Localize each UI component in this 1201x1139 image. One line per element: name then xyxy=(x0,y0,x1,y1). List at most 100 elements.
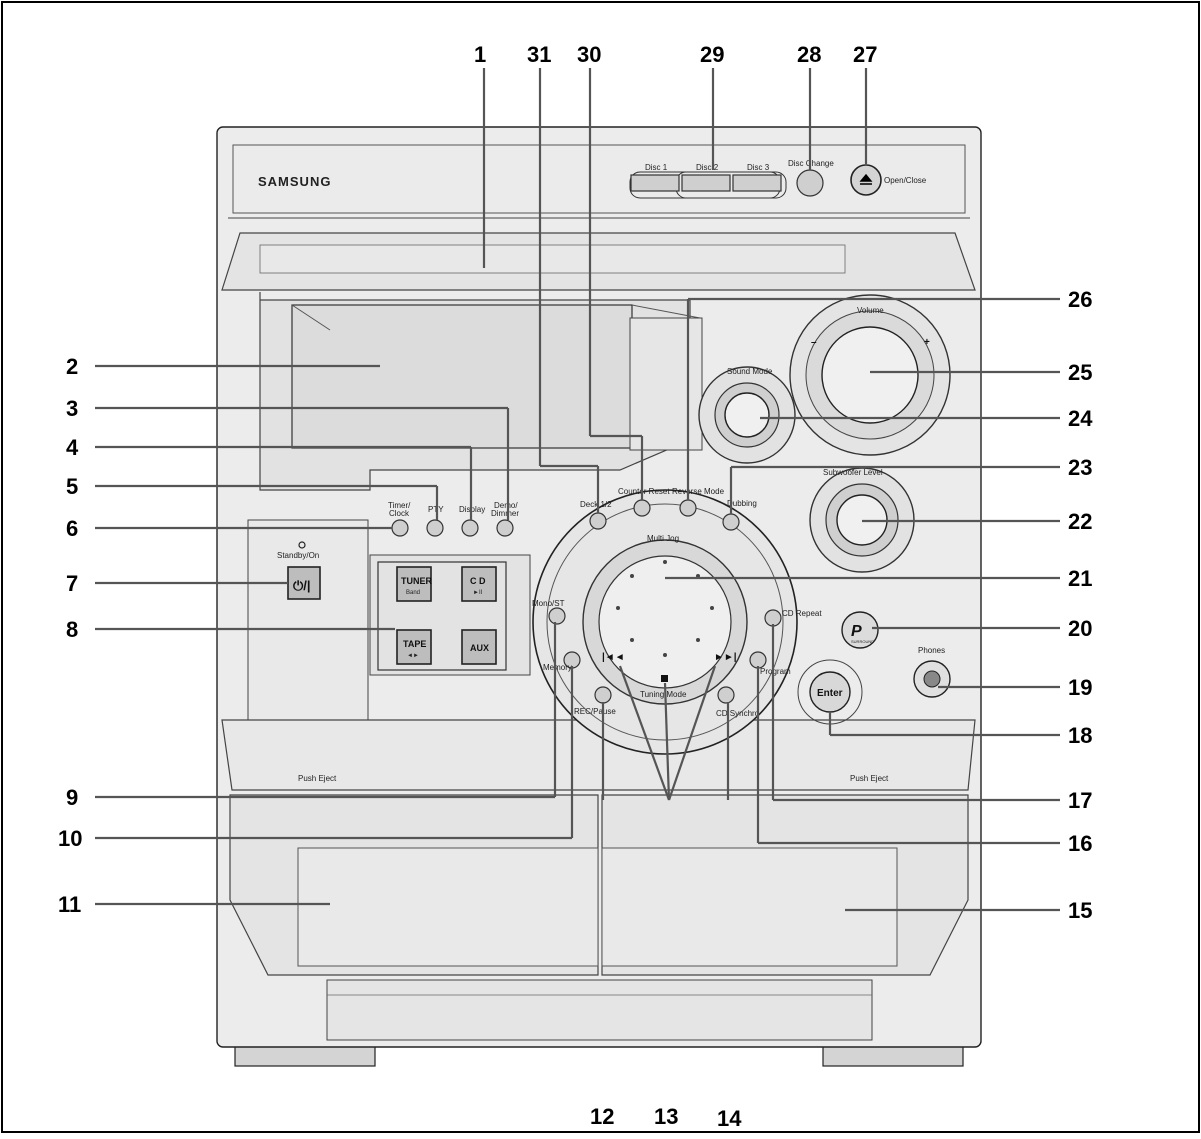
disc-1-label: Disc 1 xyxy=(645,163,668,172)
standby-indicator xyxy=(298,541,306,549)
aux-button[interactable] xyxy=(461,629,497,665)
display-button[interactable] xyxy=(461,519,479,537)
multi-jog-dial[interactable] xyxy=(598,555,732,689)
volume-plus-label: + xyxy=(924,337,930,348)
timer-clock-button[interactable] xyxy=(391,519,409,537)
callout-22: 22 xyxy=(1068,509,1092,534)
cd-play-pause-icon: ►II xyxy=(473,590,483,596)
program-label: Program xyxy=(760,667,791,676)
stop-icon[interactable] xyxy=(661,675,668,682)
eject-icon xyxy=(859,173,873,185)
deck-2-window xyxy=(601,847,898,967)
disc-change-button[interactable] xyxy=(796,169,824,197)
display-window xyxy=(291,304,633,449)
callout-7: 7 xyxy=(66,571,78,596)
demo-dimmer-label-1: Demo/ xyxy=(494,501,518,510)
disc-3-button[interactable] xyxy=(732,174,782,192)
reverse-mode-button[interactable] xyxy=(679,499,697,517)
callout-27: 27 xyxy=(853,42,877,67)
rec-pause-label: REC/Pause xyxy=(574,707,616,716)
callout-13: 13 xyxy=(654,1104,678,1129)
deck-1-window xyxy=(297,847,599,967)
callout-18: 18 xyxy=(1068,723,1092,748)
disc-2-button[interactable] xyxy=(681,174,731,192)
cd-play-pause-button[interactable] xyxy=(461,566,497,602)
callout-numbers: 1 2 3 4 5 6 7 8 9 10 11 12 13 14 15 16 1… xyxy=(58,42,1093,1131)
cd-label: C D xyxy=(470,576,486,586)
surround-button[interactable] xyxy=(841,611,879,649)
callout-6: 6 xyxy=(66,516,78,541)
deck-1-2-label: Deck 1/2 xyxy=(580,500,612,509)
band-label: Band xyxy=(406,590,420,596)
callout-31: 31 xyxy=(527,42,551,67)
tape-label: TAPE xyxy=(403,639,426,649)
sound-mode-knob[interactable] xyxy=(724,392,770,438)
callout-15: 15 xyxy=(1068,898,1092,923)
callout-12: 12 xyxy=(590,1104,614,1129)
skip-back-icon[interactable]: |◄◄ xyxy=(602,652,625,663)
callout-1: 1 xyxy=(474,42,486,67)
tape-direction-icon: ◄► xyxy=(407,653,419,659)
callout-28: 28 xyxy=(797,42,821,67)
disc-1-button[interactable] xyxy=(630,174,680,192)
callout-lines xyxy=(95,68,1060,912)
dubbing-label: Dubbing xyxy=(727,499,757,508)
tuning-mode-label: Tuning Mode xyxy=(640,690,687,699)
tuner-band-button[interactable] xyxy=(396,566,432,602)
program-button[interactable] xyxy=(749,651,767,669)
power-icon: ⏻/| xyxy=(293,578,311,593)
standby-on-label: Standby/On xyxy=(277,551,319,560)
surround-p-icon: P xyxy=(851,623,862,640)
left-control-panel xyxy=(247,519,369,726)
callout-16: 16 xyxy=(1068,831,1092,856)
surround-label: SURROUND xyxy=(851,639,874,644)
enter-label: Enter xyxy=(817,688,843,699)
aux-label: AUX xyxy=(470,643,489,653)
push-eject-right-label: Push Eject xyxy=(850,774,889,783)
deck-1-2-button[interactable] xyxy=(589,512,607,530)
rec-pause-button[interactable] xyxy=(594,686,612,704)
counter-reset-button[interactable] xyxy=(633,499,651,517)
callout-11: 11 xyxy=(58,892,81,917)
callout-10: 10 xyxy=(58,826,82,851)
bottom-panel xyxy=(326,979,873,1041)
sound-mode-label: Sound Mode xyxy=(727,367,773,376)
top-strip xyxy=(232,144,966,214)
pty-button[interactable] xyxy=(426,519,444,537)
skip-forward-icon[interactable]: ►►| xyxy=(714,652,737,663)
counter-reset-label: Counter Reset xyxy=(618,487,670,496)
callout-30: 30 xyxy=(577,42,601,67)
cd-synchro-label: CD Synchro xyxy=(716,709,760,718)
open-close-label: Open/Close xyxy=(884,176,927,185)
callout-5: 5 xyxy=(66,474,78,499)
timer-clock-label-2: Clock xyxy=(389,509,410,518)
callout-17: 17 xyxy=(1068,788,1092,813)
callout-2: 2 xyxy=(66,354,78,379)
dubbing-button[interactable] xyxy=(722,513,740,531)
callout-19: 19 xyxy=(1068,675,1092,700)
disc-2-label: Disc 2 xyxy=(696,163,719,172)
cd-synchro-button[interactable] xyxy=(717,686,735,704)
mono-st-label: Mono/ST xyxy=(532,599,565,608)
tape-button[interactable] xyxy=(396,629,432,665)
volume-label: Volume xyxy=(857,306,884,315)
demo-dimmer-button[interactable] xyxy=(496,519,514,537)
tuner-label: TUNER xyxy=(401,576,432,586)
callout-20: 20 xyxy=(1068,616,1092,641)
cd-repeat-button[interactable] xyxy=(764,609,782,627)
mono-st-button[interactable] xyxy=(548,607,566,625)
memory-label: Memory xyxy=(543,663,572,672)
display-label: Display xyxy=(459,505,485,514)
callout-29: 29 xyxy=(700,42,724,67)
disc-change-label: Disc Change xyxy=(788,159,834,168)
callout-4: 4 xyxy=(66,435,79,460)
subwoofer-level-label: Subwoofer Level xyxy=(823,468,883,477)
callout-23: 23 xyxy=(1068,455,1092,480)
volume-knob[interactable] xyxy=(821,326,919,424)
callout-25: 25 xyxy=(1068,360,1092,385)
cd-repeat-label: CD Repeat xyxy=(782,609,822,618)
reverse-mode-label: Reverse Mode xyxy=(672,487,725,496)
brand-logo: SAMSUNG xyxy=(258,174,331,189)
